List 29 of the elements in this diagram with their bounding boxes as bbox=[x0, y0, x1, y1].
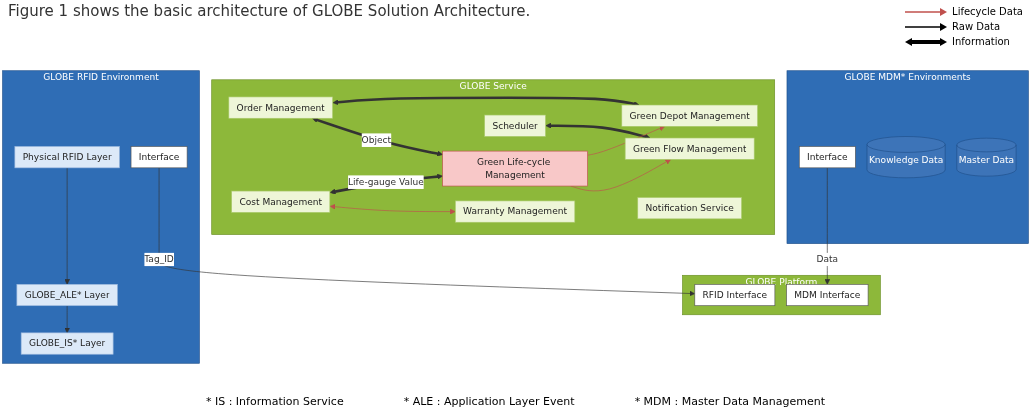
node-box: Green Flow Management bbox=[624, 137, 755, 160]
legend-label: Information bbox=[952, 36, 1010, 47]
node-box: Scheduler bbox=[484, 114, 546, 137]
edge-label: Object bbox=[361, 134, 392, 145]
figure-heading: Figure 1 shows the basic architecture of GLOBE Solution Architecture. bbox=[8, 2, 531, 20]
arrow bbox=[332, 96, 640, 107]
node-box: Cost Management bbox=[231, 190, 331, 213]
node-box: Physical RFID Layer bbox=[14, 146, 120, 169]
arrow bbox=[545, 122, 651, 140]
footnote: * ALE : Application Layer Event bbox=[403, 395, 575, 408]
footnote: * IS : Information Service bbox=[205, 395, 344, 408]
node-box: Green Life-cycle Management bbox=[442, 150, 588, 187]
node-box: Warranty Management bbox=[455, 200, 576, 223]
footnote: * MDM : Master Data Management bbox=[634, 395, 826, 408]
edge-label: Life-gauge Value bbox=[348, 176, 424, 187]
edge-label: Tag_ID bbox=[144, 253, 174, 265]
node-box: Interface bbox=[130, 146, 188, 169]
legend-label: Raw Data bbox=[952, 21, 1001, 32]
arrow bbox=[312, 117, 443, 157]
node-box: Notification Service bbox=[637, 197, 742, 220]
node-box: GLOBE_IS* Layer bbox=[20, 332, 114, 355]
node-box: RFID Interface bbox=[694, 284, 776, 307]
node-box: GLOBE_ALE* Layer bbox=[16, 284, 118, 307]
node-box: Order Management bbox=[228, 96, 333, 119]
node-box: MDM Interface bbox=[786, 284, 869, 307]
node-box: Green Depot Management bbox=[621, 104, 758, 127]
edge-label: Data bbox=[816, 253, 839, 265]
legend-label: Lifecycle Data bbox=[952, 6, 1023, 17]
node-box: Interface bbox=[798, 146, 856, 169]
